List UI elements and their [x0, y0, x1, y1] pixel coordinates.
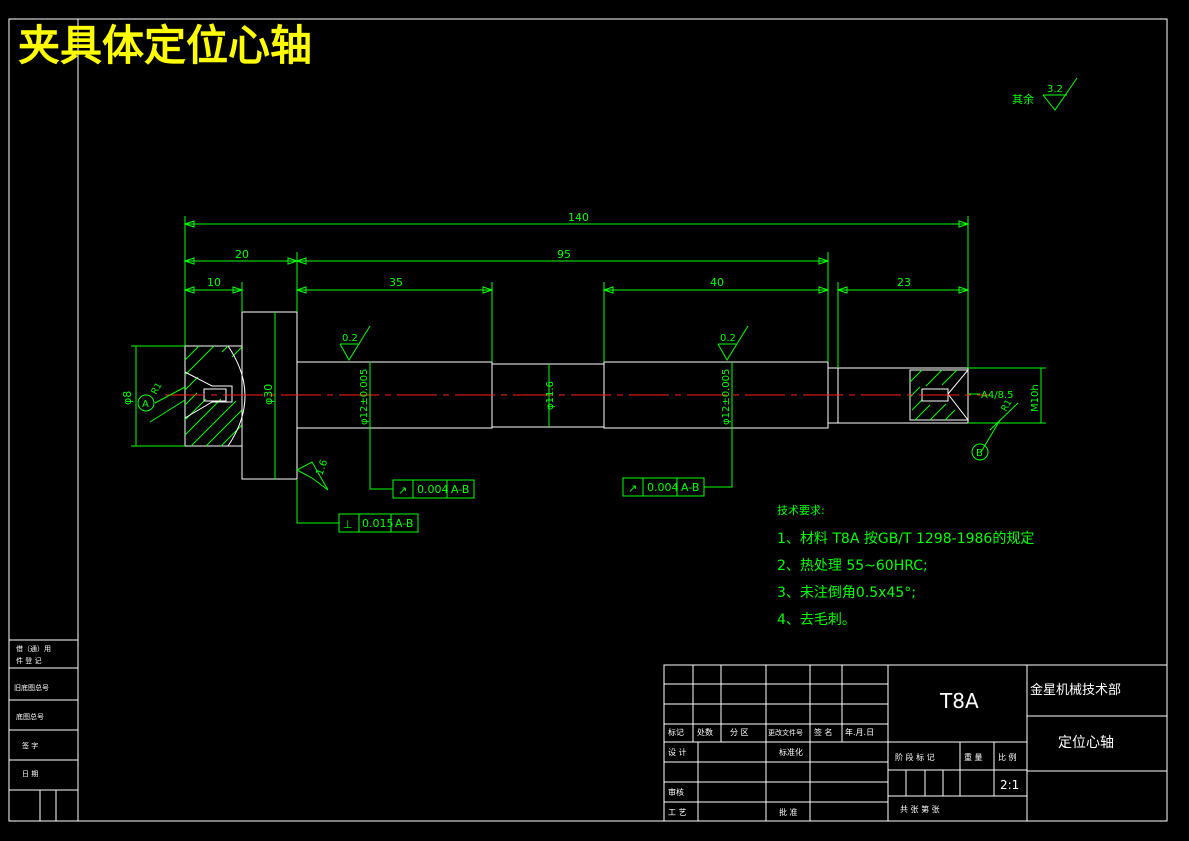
- dim-dia30: φ30: [262, 384, 275, 405]
- svg-text:标准化: 标准化: [779, 747, 803, 757]
- dimension-lines: [131, 216, 1046, 524]
- outer-frame: [8, 18, 1168, 822]
- company-name: 金星机械技术部: [1030, 682, 1121, 698]
- svg-text:批 准: 批 准: [779, 807, 798, 817]
- shaft-part: [165, 311, 990, 480]
- roughness-left: 0.2: [342, 333, 358, 344]
- dim-r1-left: R1: [150, 381, 165, 396]
- part-name: 定位心轴: [1058, 735, 1114, 751]
- dim-35: 35: [389, 276, 403, 289]
- svg-text:A-B: A-B: [681, 481, 699, 494]
- svg-text:设 计: 设 计: [668, 747, 687, 757]
- note-1: 1、材料 T8A 按GB/T 1298-1986的规定: [777, 531, 1034, 547]
- svg-text:年.月.日: 年.月.日: [845, 727, 874, 737]
- svg-text:借（通）用: 借（通）用: [16, 644, 51, 653]
- dim-23: 23: [897, 276, 911, 289]
- svg-text:A-B: A-B: [451, 483, 469, 496]
- dim-m10h: M10h: [1030, 384, 1041, 412]
- svg-text:审核: 审核: [668, 787, 684, 797]
- left-collar-hatch: [184, 345, 243, 447]
- note-4: 4、去毛刺。: [777, 612, 856, 628]
- svg-text:A-B: A-B: [395, 517, 413, 530]
- svg-text:0.004: 0.004: [417, 483, 449, 496]
- dim-dia8: φ8: [121, 391, 134, 405]
- title-block: T8A 金星机械技术部 定位心轴 2:1 标记 处数 分 区 更改文件号 签 名…: [663, 664, 1168, 822]
- svg-text:签 名: 签 名: [814, 727, 833, 737]
- roughness-symbol-icon: [1042, 77, 1078, 111]
- datum-b-label: B: [976, 448, 983, 459]
- technical-notes: 技术要求: 1、材料 T8A 按GB/T 1298-1986的规定 2、热处理 …: [777, 504, 1034, 628]
- runout-icon: ↗: [628, 482, 637, 495]
- svg-text:分 区: 分 区: [730, 728, 749, 737]
- dim-dia12-left: φ12±0.005: [359, 369, 370, 425]
- svg-text:旧底图总号: 旧底图总号: [14, 683, 49, 692]
- svg-text:底图总号: 底图总号: [16, 712, 44, 721]
- svg-text:签 字: 签 字: [22, 741, 38, 750]
- tolerance-frame-3: ⊥ 0.015 A-B: [338, 513, 419, 533]
- svg-text:阶 段 标 记: 阶 段 标 记: [895, 752, 935, 762]
- svg-text:处数: 处数: [697, 727, 713, 737]
- tolerance-frame-2: ↗ 0.004 A-B: [622, 477, 705, 497]
- svg-text:0.004: 0.004: [647, 481, 679, 494]
- svg-text:更改文件号: 更改文件号: [768, 728, 803, 737]
- svg-text:重 量: 重 量: [964, 752, 983, 762]
- dim-95: 95: [557, 248, 571, 261]
- dim-40: 40: [710, 276, 724, 289]
- right-end-hatch: [909, 369, 958, 421]
- roughness-value: 3.2: [1047, 84, 1063, 95]
- scale-value: 2:1: [1000, 778, 1019, 792]
- notes-heading: 技术要求:: [777, 504, 825, 517]
- dim-10: 10: [207, 276, 221, 289]
- svg-text:件 登 记: 件 登 记: [16, 656, 41, 665]
- dim-total: 140: [568, 211, 589, 224]
- roughness-other-label: 其余: [1012, 92, 1034, 106]
- svg-text:工 艺: 工 艺: [668, 808, 687, 817]
- dimension-arrows: [183, 220, 970, 294]
- tolerance-frame-1: ↗ 0.004 A-B: [392, 479, 475, 499]
- svg-text:0.015: 0.015: [362, 517, 394, 530]
- svg-text:日 期: 日 期: [22, 770, 38, 778]
- roughness-face: 1.6: [314, 458, 330, 477]
- note-3: 3、未注倒角0.5x45°;: [777, 585, 916, 601]
- runout-icon: ↗: [398, 484, 407, 497]
- drawing-title: 夹具体定位心轴: [18, 21, 312, 70]
- dim-center-hole: A4/8.5: [981, 390, 1013, 401]
- material-label: T8A: [939, 689, 979, 713]
- roughness-right: 0.2: [720, 333, 736, 344]
- note-2: 2、热处理 55~60HRC;: [777, 558, 928, 574]
- svg-text:共 张 第 张: 共 张 第 张: [900, 804, 940, 814]
- svg-text:比 例: 比 例: [998, 752, 1017, 762]
- side-block: 借（通）用 件 登 记 旧底图总号 底图总号 签 字 日 期: [8, 639, 79, 822]
- dim-dia11-6: φ11.6: [545, 381, 556, 410]
- svg-text:标记: 标记: [668, 727, 684, 737]
- dim-20: 20: [235, 248, 249, 261]
- dim-dia12-right: φ12±0.005: [721, 369, 732, 425]
- perpendicularity-icon: ⊥: [343, 518, 353, 531]
- datum-a-label: A: [142, 399, 149, 410]
